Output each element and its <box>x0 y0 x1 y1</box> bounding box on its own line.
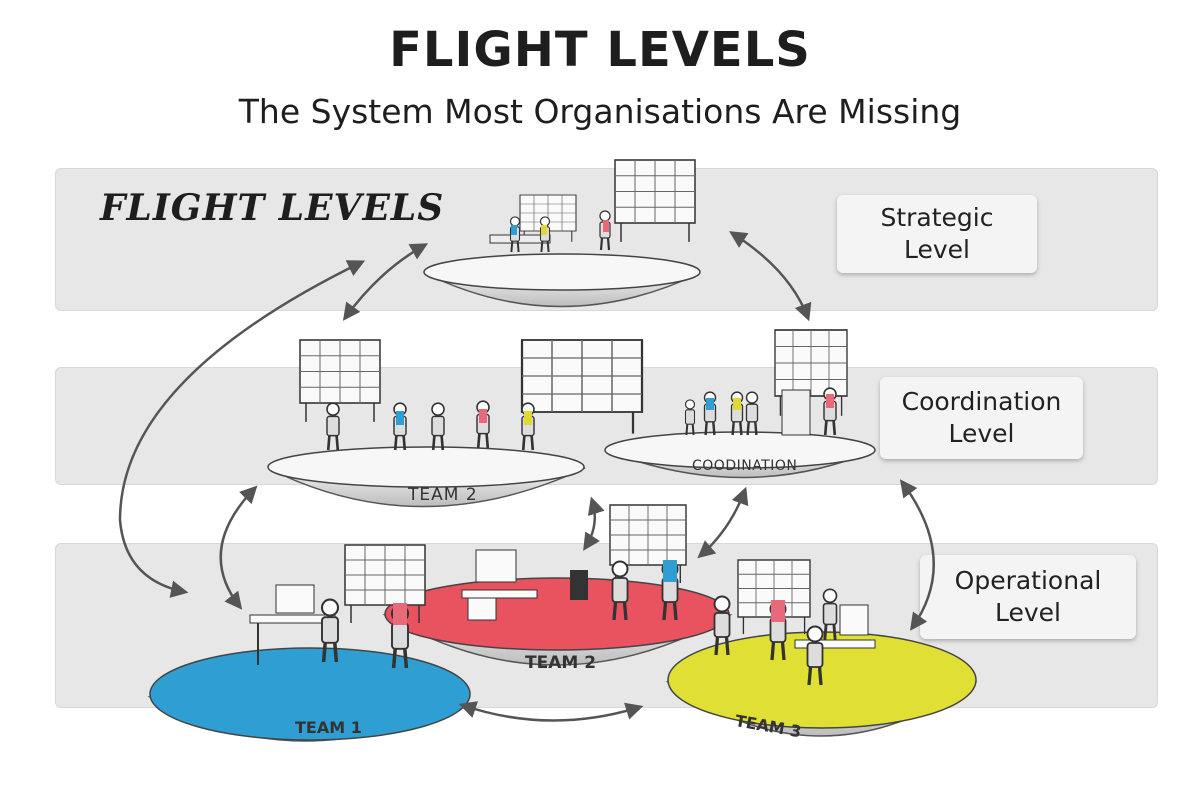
arrow-team1-team3 <box>458 701 644 722</box>
operational-level-card: Operational Level <box>920 555 1136 639</box>
arrow-strategic-coordination-left <box>342 243 429 321</box>
team1-label: TEAM 1 <box>295 718 362 737</box>
arrow-coordination-team1 <box>219 485 258 610</box>
coordination-team2-platform: TEAM 2 <box>267 338 644 508</box>
arrow-coordination-team2-right <box>697 486 749 559</box>
operational-level-line1: Operational <box>954 566 1102 595</box>
coordination-team2-label: TEAM 2 <box>407 485 478 505</box>
coordination-level-line1: Coordination <box>901 387 1062 416</box>
arrow-coordination-team2 <box>583 496 605 551</box>
strategic-level-line1: Strategic <box>880 203 994 232</box>
flow-arrows <box>118 231 935 722</box>
coordination-platform-label: COODINATION <box>692 458 797 474</box>
arrow-coordination-team3 <box>899 479 935 631</box>
coordination-platform: COODINATION <box>604 329 876 479</box>
team3-platform: TEAM 3 <box>665 559 978 741</box>
arrow-strategic-team1 <box>118 260 366 598</box>
team2-label: TEAM 2 <box>525 653 596 673</box>
team1-platform: TEAM 1 <box>147 544 471 742</box>
coordination-level-line2: Level <box>948 419 1015 448</box>
operational-level-line2: Level <box>995 598 1061 627</box>
strategic-level-card: Strategic Level <box>837 195 1037 273</box>
page-title: FLIGHT LEVELS <box>389 22 811 78</box>
flight-levels-logo: FLIGHT LEVELS <box>100 187 445 229</box>
team2-platform: TEAM 2 <box>382 504 733 673</box>
arrow-strategic-coordination-right <box>729 231 812 322</box>
strategic-level-line2: Level <box>903 235 970 264</box>
page-subtitle: The System Most Organisations Are Missin… <box>238 92 962 131</box>
strategic-platform <box>423 159 701 308</box>
coordination-level-card: Coordination Level <box>880 377 1083 459</box>
